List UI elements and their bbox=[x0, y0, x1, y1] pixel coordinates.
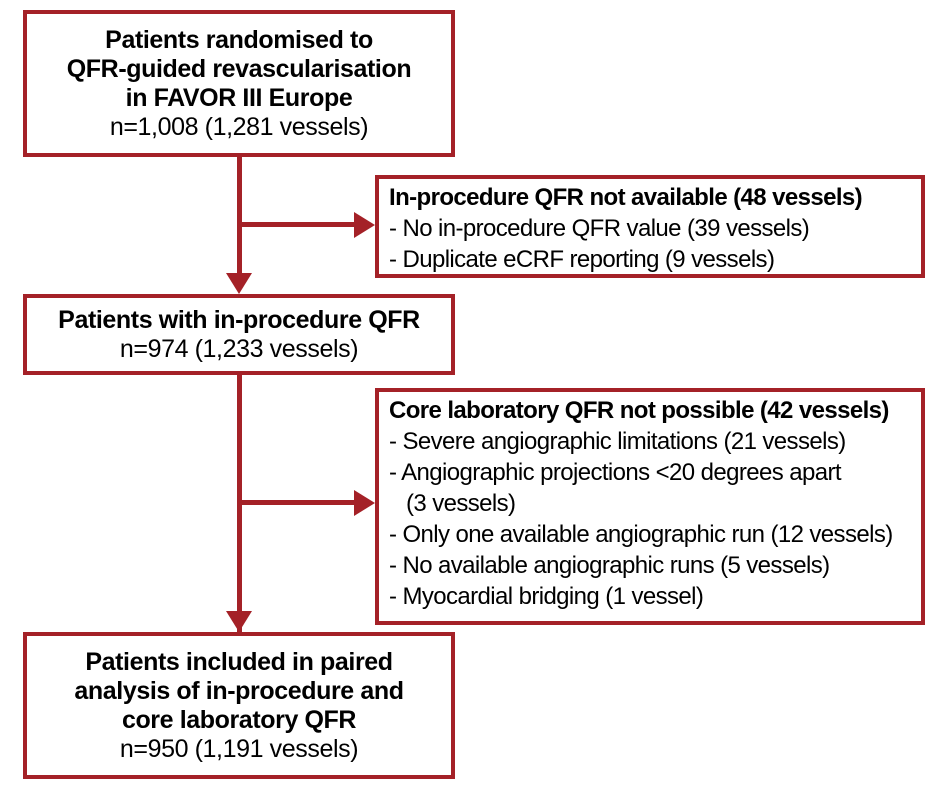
node-core-lab-excluded-bullet-2-cont: (3 vessels) bbox=[406, 490, 516, 517]
connector-branch-core-lab-excluded bbox=[237, 500, 356, 505]
node-randomised: Patients randomised to QFR-guided revasc… bbox=[23, 10, 455, 157]
node-included-count: n=950 (1,191 vessels) bbox=[119, 734, 359, 763]
node-included-line-2: analysis of in-procedure and bbox=[74, 676, 404, 705]
node-included: Patients included in paired analysis of … bbox=[23, 632, 455, 779]
arrow-with-qfr-to-included bbox=[226, 611, 252, 632]
node-core-lab-excluded-bullet-2: - Angiographic projections <20 degrees a… bbox=[389, 459, 842, 486]
node-core-lab-excluded-bullet-1: - Severe angiographic limitations (21 ve… bbox=[389, 428, 846, 455]
node-in-procedure-excluded: In-procedure QFR not available (48 vesse… bbox=[375, 175, 925, 278]
node-core-lab-excluded-heading: Core laboratory QFR not possible (42 ves… bbox=[389, 397, 889, 424]
node-included-line-1: Patients included in paired bbox=[85, 647, 393, 676]
node-core-lab-excluded-bullet-3: - Only one available angiographic run (1… bbox=[389, 521, 893, 548]
node-randomised-line-3: in FAVOR III Europe bbox=[125, 83, 353, 112]
arrow-to-core-lab-excluded bbox=[354, 490, 375, 516]
node-core-lab-excluded-bullet-4: - No available angiographic runs (5 vess… bbox=[389, 552, 830, 579]
node-randomised-line-1: Patients randomised to bbox=[105, 25, 373, 54]
node-with-in-procedure-qfr-count: n=974 (1,233 vessels) bbox=[119, 334, 359, 363]
connector-branch-in-procedure-excluded bbox=[237, 222, 356, 227]
node-randomised-line-2: QFR-guided revascularisation bbox=[66, 54, 412, 83]
node-with-in-procedure-qfr: Patients with in-procedure QFR n=974 (1,… bbox=[23, 294, 455, 375]
node-in-procedure-excluded-heading: In-procedure QFR not available (48 vesse… bbox=[389, 184, 863, 211]
connector-randomised-to-with-qfr-stem bbox=[237, 157, 242, 279]
node-randomised-count: n=1,008 (1,281 vessels) bbox=[109, 112, 369, 141]
node-core-lab-excluded: Core laboratory QFR not possible (42 ves… bbox=[375, 388, 925, 625]
node-included-line-3: core laboratory QFR bbox=[121, 705, 357, 734]
node-core-lab-excluded-bullet-5: - Myocardial bridging (1 vessel) bbox=[389, 583, 704, 610]
node-in-procedure-excluded-bullet-1: - No in-procedure QFR value (39 vessels) bbox=[389, 215, 810, 242]
node-in-procedure-excluded-bullet-2: - Duplicate eCRF reporting (9 vessels) bbox=[389, 246, 775, 273]
arrow-randomised-to-with-qfr bbox=[226, 273, 252, 294]
node-with-in-procedure-qfr-line-1: Patients with in-procedure QFR bbox=[58, 305, 420, 334]
arrow-to-in-procedure-excluded bbox=[354, 212, 375, 238]
